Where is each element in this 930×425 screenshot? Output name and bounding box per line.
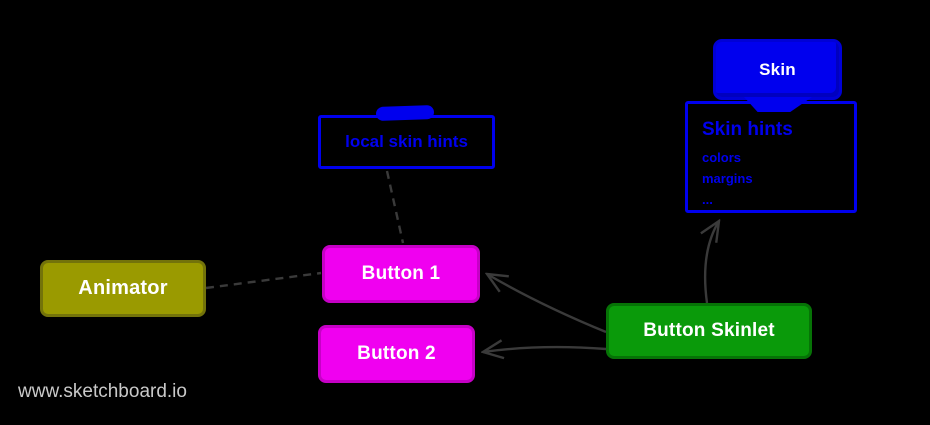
button2-node[interactable]: Button 2: [318, 325, 475, 383]
button1-node[interactable]: Button 1: [322, 245, 480, 303]
skin-node[interactable]: Skin: [713, 39, 842, 100]
skin-hints-item-colors: colors: [702, 150, 742, 165]
local-hints-scribble-mark: [375, 104, 435, 122]
local-skin-hints-node[interactable]: local skin hints: [318, 115, 495, 169]
button-skinlet-node[interactable]: Button Skinlet: [606, 303, 812, 359]
sketchboard-watermark: www.sketchboard.io: [18, 381, 187, 402]
skin-hints-title: Skin hints: [702, 119, 793, 140]
local-skin-hints-label: local skin hints: [345, 132, 468, 151]
skin-hints-item-margins: margins: [702, 171, 753, 186]
skin-hints-item-ellipsis: ...: [702, 192, 713, 207]
skin-hints-node[interactable]: Skin hints colors margins ...: [685, 101, 857, 213]
skin-label: Skin: [759, 59, 796, 79]
animator-label: Animator: [78, 277, 168, 299]
edge-skinlet-to-button2-arrow: [483, 347, 607, 352]
edge-skinlet-to-button1-arrow: [487, 274, 607, 334]
edge-animator-to-button1-dashed: [205, 271, 322, 290]
edge-skinlet-to-skin-hints-arrow: [705, 221, 719, 304]
animator-node[interactable]: Animator: [40, 260, 206, 317]
edge-local-hints-to-button1-dashed: [385, 170, 405, 244]
button1-label: Button 1: [361, 263, 441, 284]
button2-label: Button 2: [357, 343, 436, 364]
button-skinlet-label: Button Skinlet: [643, 320, 775, 341]
skin-attachment-wedge-shape: [744, 97, 812, 112]
